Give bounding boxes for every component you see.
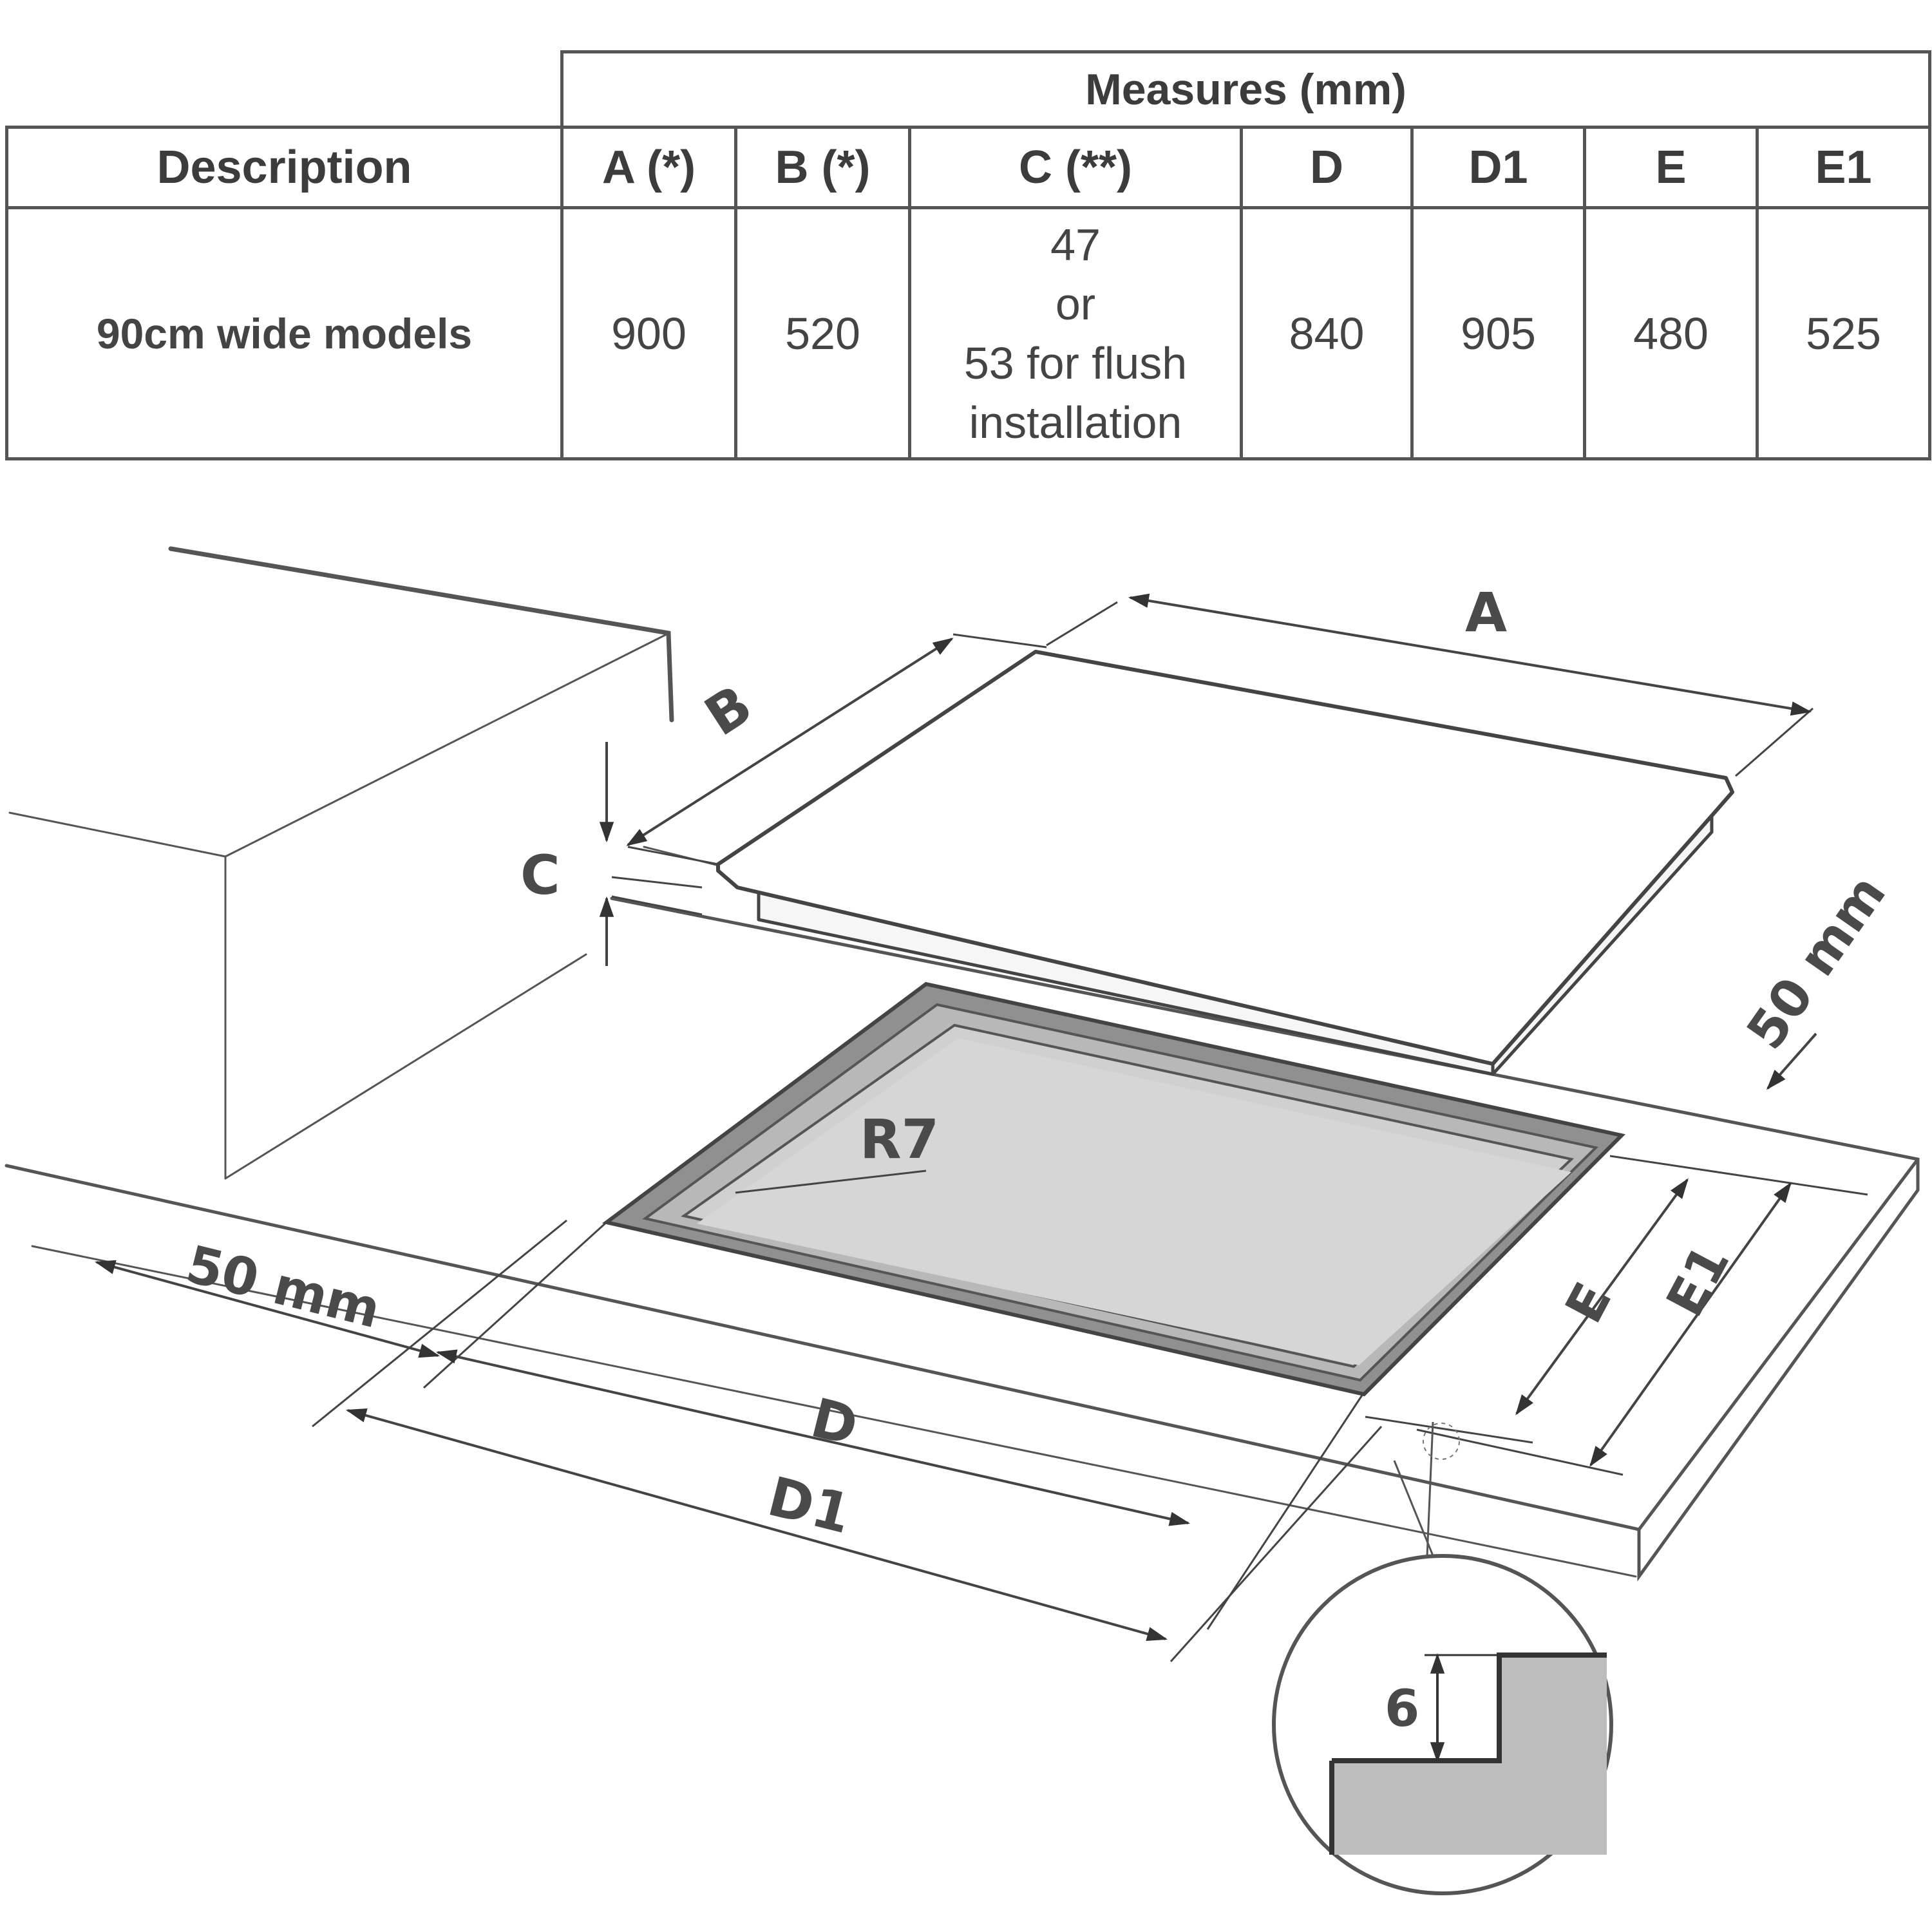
col-header-e: E — [1583, 126, 1759, 209]
col-header-c: C (**) — [908, 126, 1243, 209]
col-header-d: D — [1240, 126, 1414, 209]
cell-e: 480 — [1583, 206, 1759, 460]
col-header-a: A (*) — [560, 126, 737, 209]
label-50mm-side: 50 mm — [1735, 864, 1897, 1060]
cell-a: 900 — [560, 206, 737, 460]
label-e1: E1 — [1655, 1235, 1741, 1326]
table-corner-blank — [6, 52, 564, 129]
col-header-b: B (*) — [734, 126, 911, 209]
table-column-header-row: Description A (*) B (*) C (**) D D1 E E1 — [5, 126, 1932, 209]
cell-c-line-2: or — [1055, 278, 1096, 329]
label-d1: D1 — [762, 1464, 857, 1546]
col-header-e1: E1 — [1755, 126, 1932, 209]
hob — [716, 650, 1734, 1076]
label-detail-6: 6 — [1385, 1680, 1419, 1738]
cell-d: 840 — [1240, 206, 1414, 460]
cell-description: 90cm wide models — [5, 206, 564, 460]
dimension-50mm-side: 50 mm — [1735, 864, 1897, 1090]
measures-group-header: Measures (mm) — [560, 50, 1932, 129]
detail-callout: 6 — [1272, 1421, 1613, 1895]
label-c: C — [520, 844, 560, 907]
cell-e1: 525 — [1755, 206, 1932, 460]
r7-callout: R7 — [735, 1108, 939, 1194]
label-a: A — [1465, 581, 1507, 644]
label-b: B — [694, 673, 763, 748]
col-header-d1: D1 — [1410, 126, 1586, 209]
dimension-a: A — [1046, 581, 1814, 777]
table-group-header-row: Measures (mm) — [6, 50, 1932, 129]
dimension-c: C — [520, 742, 703, 966]
col-header-description: Description — [5, 126, 564, 209]
label-r7: R7 — [860, 1108, 939, 1171]
table-row: 90cm wide models 900 520 47 or 53 for fl… — [5, 206, 1932, 460]
cell-c-line-4: installation — [969, 397, 1182, 448]
wall-cabinet — [8, 546, 674, 1180]
measures-table: Measures (mm) Description A (*) B (*) C … — [5, 50, 1932, 460]
cell-c: 47 or 53 for flush installation — [908, 206, 1243, 460]
label-50mm-front: 50 mm — [180, 1234, 386, 1340]
cell-c-line-1: 47 — [1050, 219, 1101, 270]
cell-b: 520 — [734, 206, 911, 460]
cell-d1: 905 — [1410, 206, 1586, 460]
cell-c-line-3: 53 for flush — [963, 337, 1188, 388]
worktop-cutout — [601, 981, 1625, 1397]
dimension-50mm-front: 50 mm — [94, 1234, 440, 1358]
